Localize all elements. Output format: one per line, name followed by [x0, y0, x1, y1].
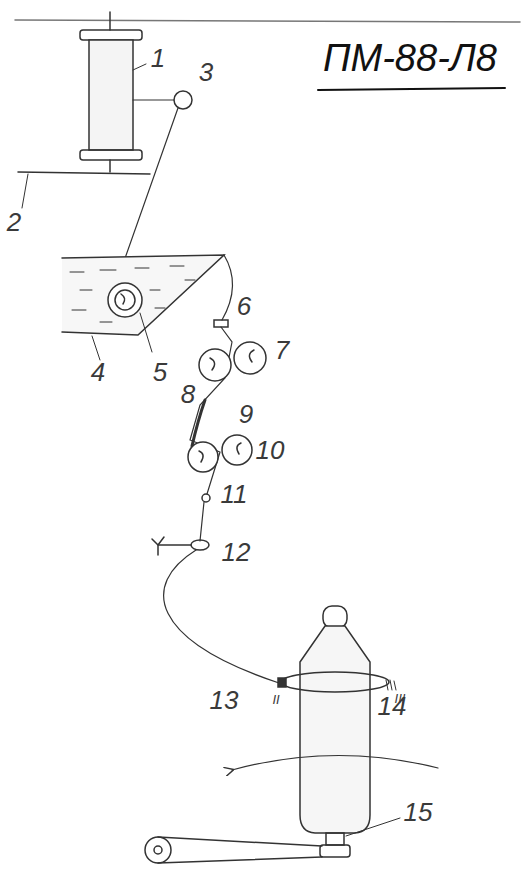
thread-guide-arm: [152, 537, 209, 555]
callout-number: 5: [153, 359, 167, 385]
callout-number: 4: [91, 359, 105, 385]
callout-number: 10: [256, 437, 285, 463]
immersion-roller: [108, 283, 152, 352]
callout-number: 7: [275, 337, 289, 363]
roman-numeral: II: [272, 693, 279, 706]
squeeze-rollers: [199, 342, 266, 381]
callout-number: 15: [404, 799, 433, 825]
callout-number: 1: [151, 45, 165, 71]
callout-number: 11: [221, 481, 248, 507]
roman-numeral: III: [395, 692, 406, 705]
thread: [111, 100, 279, 683]
take-up-package: [232, 606, 438, 833]
title-underline: [318, 88, 505, 90]
frame-line: [15, 20, 520, 22]
callout-number: 8: [181, 381, 195, 407]
eyelet: [202, 494, 210, 502]
diagram-title: ПМ-88-Л8: [323, 39, 497, 77]
callout-number: 6: [237, 293, 251, 319]
callout-number: 2: [7, 209, 21, 235]
supply-bobbin: [80, 12, 146, 172]
size-bath: [62, 255, 224, 360]
callout-number: 13: [210, 687, 239, 713]
callout-number: 12: [222, 539, 251, 565]
guide-roller: [174, 91, 192, 109]
callout-number: 3: [199, 59, 213, 85]
spindle-drive: [145, 818, 400, 863]
draw-rollers: [188, 435, 252, 472]
thread-guide: [214, 320, 228, 327]
creel-shelf: [18, 172, 150, 208]
callout-number: 9: [239, 401, 253, 427]
